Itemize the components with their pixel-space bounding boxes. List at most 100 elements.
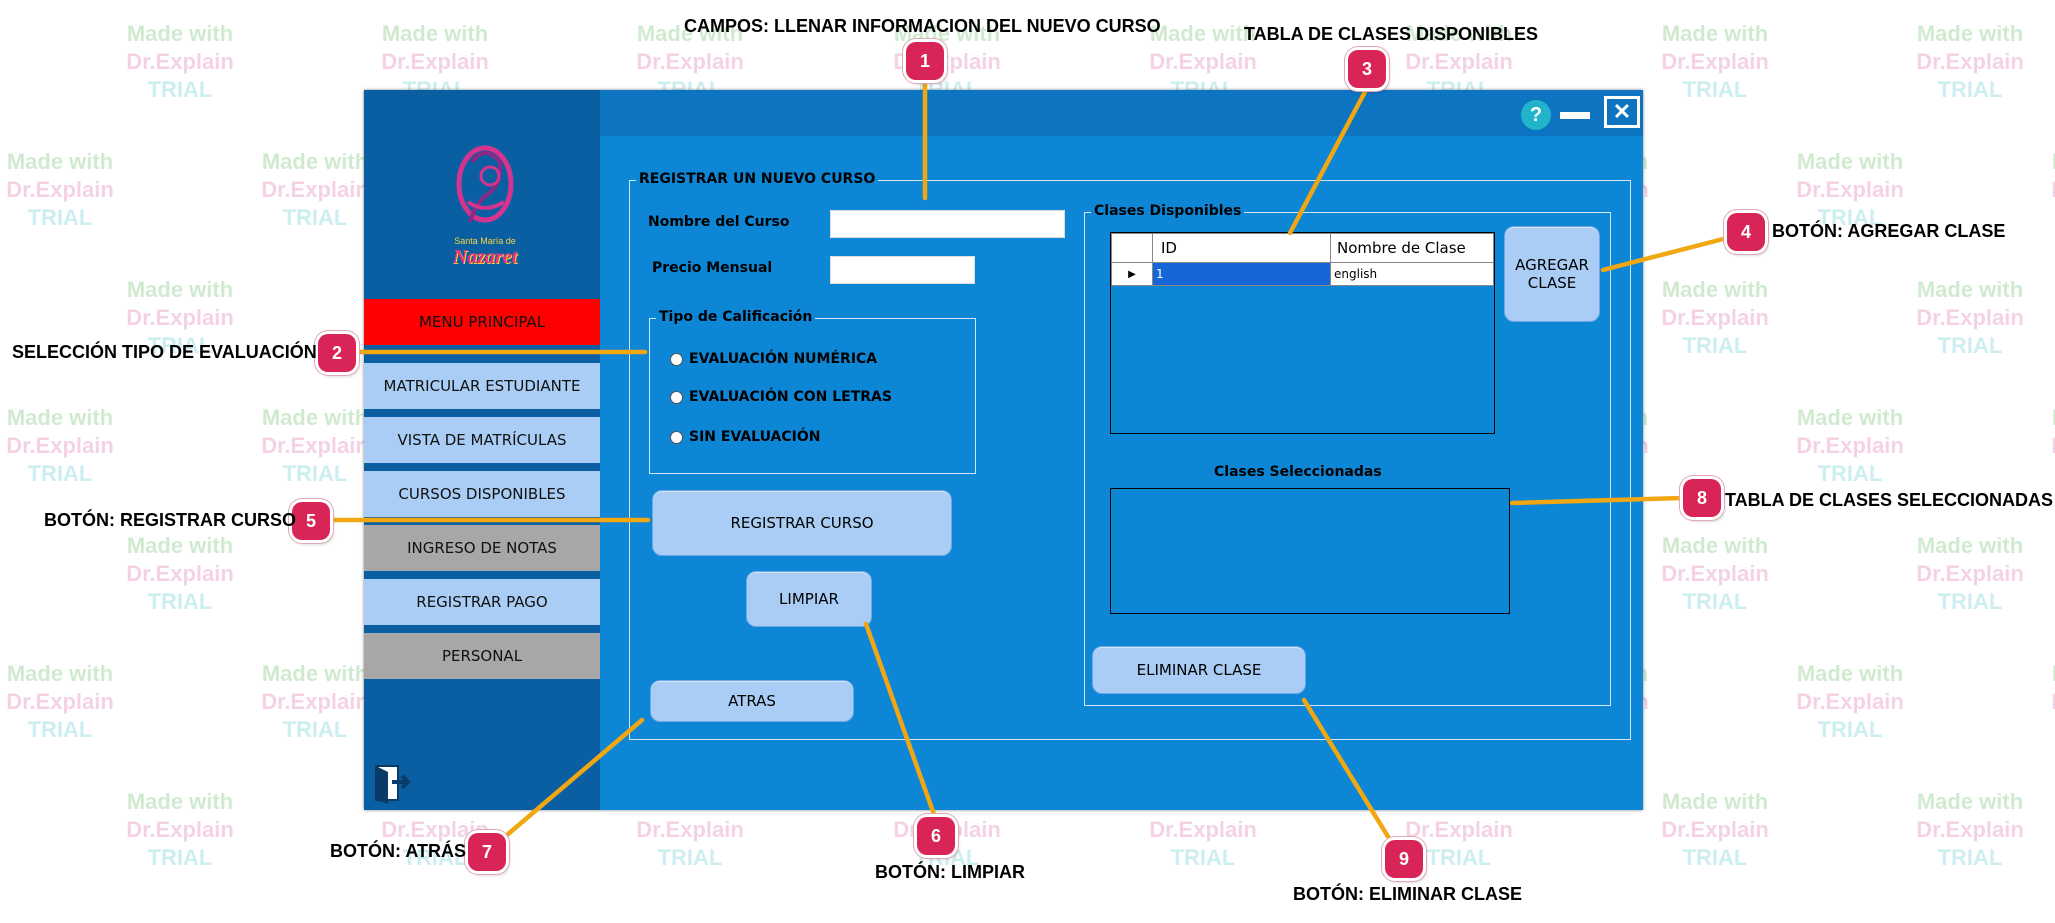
radio-label: SIN EVALUACIÓN — [689, 429, 821, 445]
callout-label: BOTÓN: LIMPIAR — [875, 862, 1025, 882]
section-title: REGISTRAR UN NUEVO CURSO — [636, 171, 879, 187]
watermark-line: TRIAL — [147, 77, 213, 102]
add-class-button[interactable]: AGREGAR CLASE — [1504, 226, 1600, 322]
watermark-line: TRIAL — [27, 205, 93, 230]
watermark-line: Dr.Explain — [636, 817, 744, 842]
minimize-icon[interactable] — [1560, 112, 1590, 119]
cell-name[interactable]: english — [1330, 262, 1494, 286]
radio-circle[interactable] — [670, 352, 683, 366]
watermark-line: Dr.Explain — [636, 49, 744, 74]
watermark-line: Made with — [1661, 277, 1769, 302]
watermark-line: Made with — [1916, 789, 2024, 814]
table-row[interactable]: ▶ 1 english — [1111, 262, 1494, 286]
available-classes-title: Clases Disponibles — [1091, 203, 1245, 219]
watermark-line: Made with — [6, 149, 114, 174]
sidebar-item-menu-principal[interactable]: MENU PRINCIPAL — [364, 299, 600, 345]
watermark-line: Made with — [2035, 404, 2055, 432]
grading-type-group: Tipo de Calificación EVALUACIÓN NUMÉRICA… — [649, 309, 976, 474]
remove-class-button[interactable]: ELIMINAR CLASE — [1092, 646, 1306, 694]
watermark-line: Dr.Explain — [1661, 817, 1769, 842]
watermark-line: Dr.Explain — [1661, 49, 1769, 74]
sidebar-item-cursos-disponibles[interactable]: CURSOS DISPONIBLES — [364, 471, 600, 517]
classes-grid: ID Nombre de Clase ▶ 1 english — [1111, 233, 1494, 286]
sidebar-item-matricular-estudiante[interactable]: MATRICULAR ESTUDIANTE — [364, 363, 600, 409]
watermark-line: Dr.Explain — [2035, 176, 2055, 204]
callout-badge: 5 — [292, 502, 330, 540]
watermark-line: Dr.Explain — [1149, 49, 1257, 74]
watermark-line: TRIAL — [1682, 589, 1748, 614]
selected-classes-title: Clases Seleccionadas — [1214, 464, 1382, 480]
watermark-line: TRIAL — [147, 845, 213, 870]
watermark-line: TRIAL — [2035, 460, 2055, 488]
radio-circle[interactable] — [670, 390, 683, 404]
watermark-line: Made with — [1796, 661, 1904, 686]
sidebar-item-ingreso-de-notas[interactable]: INGRESO DE NOTAS — [364, 525, 600, 571]
watermark-line: Dr.Explain — [6, 177, 114, 202]
watermark-line: Dr.Explain — [126, 49, 234, 74]
watermark-line: Made with — [6, 661, 114, 686]
watermark-line: Dr.Explain — [126, 305, 234, 330]
watermark-line: Made with — [6, 405, 114, 430]
close-icon[interactable]: ✕ — [1604, 96, 1640, 128]
column-header-name[interactable]: Nombre de Clase — [1330, 233, 1494, 263]
cell-id[interactable]: 1 — [1152, 262, 1331, 286]
callout-badge: 2 — [318, 334, 356, 372]
column-header-id[interactable]: ID — [1152, 233, 1331, 263]
watermark-line: Dr.Explain — [1796, 433, 1904, 458]
watermark-line: Made with — [1916, 277, 2024, 302]
watermark-line: Dr.Explain — [6, 433, 114, 458]
clear-button[interactable]: LIMPIAR — [746, 571, 872, 627]
callout-badge: 9 — [1385, 840, 1423, 878]
course-name-input[interactable] — [830, 210, 1065, 238]
watermark-line: TRIAL — [27, 717, 93, 742]
selected-classes-table[interactable] — [1110, 488, 1510, 614]
exit-door-icon[interactable] — [368, 762, 412, 806]
radio-circle[interactable] — [670, 430, 683, 444]
watermark-line: Made with — [2035, 148, 2055, 176]
sidebar-item-registrar-pago[interactable]: REGISTRAR PAGO — [364, 579, 600, 625]
watermark-line: Dr.Explain — [6, 689, 114, 714]
watermark-line: TRIAL — [1682, 845, 1748, 870]
watermark-line: Dr.Explain — [381, 49, 489, 74]
watermark-line: Made with — [1661, 789, 1769, 814]
sidebar-item-personal[interactable]: PERSONAL — [364, 633, 600, 679]
back-button[interactable]: ATRAS — [650, 680, 854, 722]
watermark-line: TRIAL — [27, 461, 93, 486]
watermark-line: TRIAL — [1817, 717, 1883, 742]
radio-letters[interactable]: EVALUACIÓN CON LETRAS — [670, 389, 892, 405]
radio-none[interactable]: SIN EVALUACIÓN — [670, 429, 820, 445]
available-classes-table[interactable]: ID Nombre de Clase ▶ 1 english — [1110, 232, 1495, 434]
grading-type-title: Tipo de Calificación — [656, 309, 816, 325]
callout-badge: 7 — [468, 833, 506, 871]
row-selector-arrow-icon[interactable]: ▶ — [1111, 262, 1153, 286]
price-label: Precio Mensual — [652, 260, 773, 276]
radio-numeric[interactable]: EVALUACIÓN NUMÉRICA — [670, 351, 877, 367]
watermark-line: Dr.Explain — [1661, 305, 1769, 330]
watermark-line: Dr.Explain — [1916, 561, 2024, 586]
callout-badge: 1 — [906, 42, 944, 80]
watermark-line: Dr.Explain — [1916, 817, 2024, 842]
watermark-line: Made with — [126, 277, 234, 302]
register-course-section: REGISTRAR UN NUEVO CURSO — [629, 171, 1631, 740]
watermark-line: TRIAL — [1170, 845, 1236, 870]
watermark-line: TRIAL — [1682, 333, 1748, 358]
question-mark-icon[interactable]: ? — [1521, 100, 1551, 130]
sidebar-item-vista-de-matriculas[interactable]: VISTA DE MATRÍCULAS — [364, 417, 600, 463]
register-course-button[interactable]: REGISTRAR CURSO — [652, 490, 952, 556]
row-header-corner — [1111, 233, 1153, 263]
price-input[interactable] — [830, 256, 975, 284]
watermark-line: TRIAL — [657, 845, 723, 870]
